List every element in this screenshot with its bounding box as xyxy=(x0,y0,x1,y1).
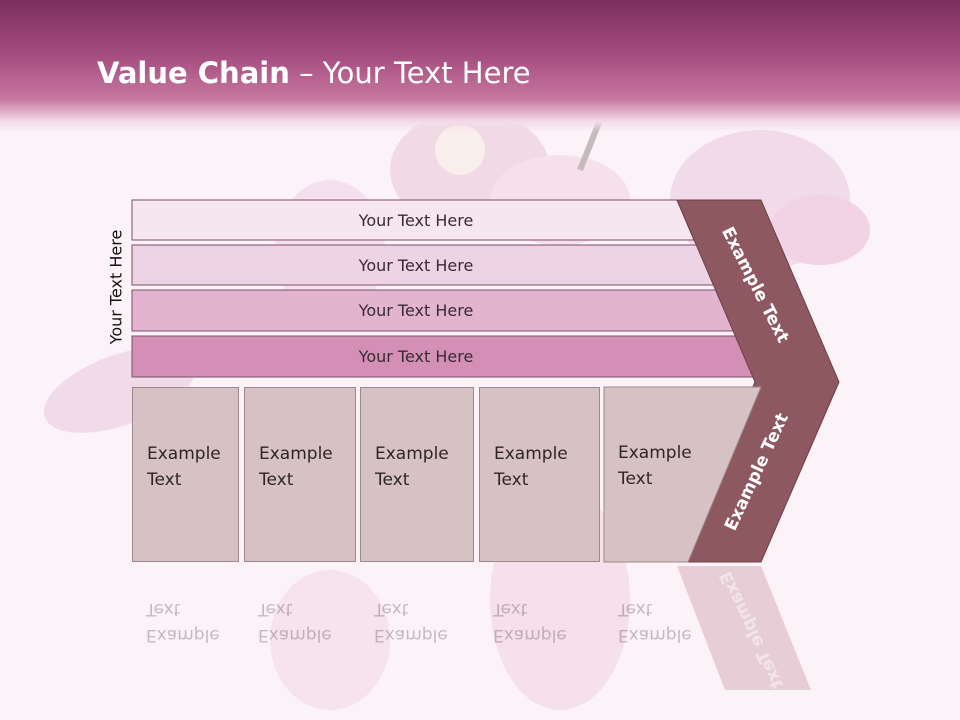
box-4-reflection: Example Text xyxy=(479,566,600,696)
row-1-label: Your Text Here xyxy=(358,210,474,230)
box-2-line1: Example xyxy=(259,444,333,464)
box-5-line2: Text xyxy=(618,469,653,489)
box-2-reflection: Example Text xyxy=(244,566,356,696)
header-band xyxy=(0,0,960,132)
box-3-reflection-line1: Example xyxy=(374,625,448,645)
box-1-reflection-line2: Text xyxy=(146,599,181,619)
box-5-reflection: Example Text xyxy=(604,566,704,696)
box-4-line1: Example xyxy=(494,444,568,464)
box-5-reflection-line1: Example xyxy=(618,625,692,645)
box-5-line1: Example xyxy=(618,443,692,463)
box-4-reflection-line2: Text xyxy=(493,599,528,619)
box-shape-5 xyxy=(603,386,762,563)
box-1-line1: Example xyxy=(147,444,221,464)
box-2-reflection-line2: Text xyxy=(258,599,293,619)
box-3-reflection: Example Text xyxy=(360,566,474,696)
row-3: Your Text Here xyxy=(132,290,732,330)
page-title: Value Chain – Your Text Here xyxy=(97,55,531,91)
row-4-label: Your Text Here xyxy=(358,346,474,366)
chevron-reflection xyxy=(677,566,811,690)
row-2-label: Your Text Here xyxy=(358,255,474,275)
box-3-line1: Example xyxy=(375,444,449,464)
row-3-label: Your Text Here xyxy=(358,300,474,320)
box-1-reflection-line1: Example xyxy=(146,625,220,645)
row-2: Your Text Here xyxy=(132,245,712,285)
row-4: Your Text Here xyxy=(132,336,752,376)
box-3-reflection-line2: Text xyxy=(374,599,409,619)
box-2-reflection-line1: Example xyxy=(258,625,332,645)
box-1-line2: Text xyxy=(147,470,182,490)
box-5-reflection-line2: Text xyxy=(618,599,653,619)
row-1: Your Text Here xyxy=(132,200,692,240)
box-4-reflection-line1: Example xyxy=(493,625,567,645)
title-rest: – Your Text Here xyxy=(289,56,531,90)
box-3-line2: Text xyxy=(375,470,410,490)
box-4-line2: Text xyxy=(494,470,529,490)
box-1-reflection: Example Text xyxy=(132,566,239,696)
title-bold: Value Chain xyxy=(97,56,290,90)
box-2-line2: Text xyxy=(259,470,294,490)
